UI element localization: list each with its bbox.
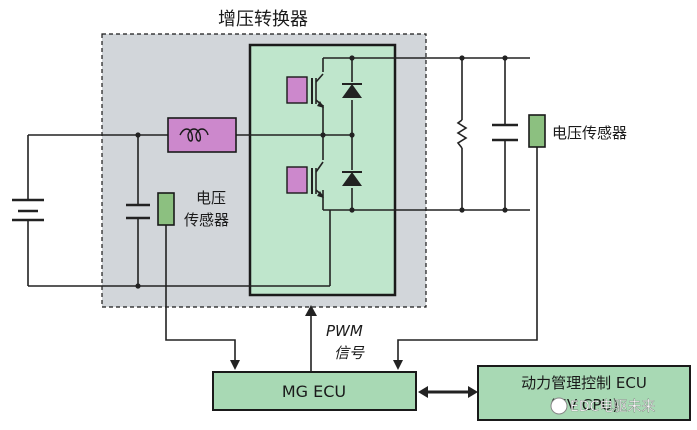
watermark: EDC电驱未来 [550,397,656,415]
resistor-icon [456,119,468,149]
sensor-right-label: 电压传感器 [552,124,627,142]
converter-title: 增压转换器 [218,9,308,30]
mg-ecu-box [212,371,417,411]
sensor-left-label-2: 传感器 [184,211,229,229]
sensor-left-label-1: 电压 [196,189,226,207]
pm-ecu-sub-label: (HV CPU) [550,396,619,414]
watermark-label: EDC电驱未来 [570,399,655,415]
upper-igbt-icon [286,73,324,108]
junction-dots [135,55,508,289]
arrowheads [230,305,478,398]
watermark-logo-icon [550,397,568,415]
mg-ecu-label: MG ECU [282,382,346,401]
upper-diode-icon [342,83,362,98]
pwm-label-2: 信号 [334,344,365,362]
input-capacitor-icon [126,203,150,220]
voltage-sensor-left-icon [157,192,175,226]
igbt-module [248,43,397,297]
lower-igbt-icon [286,161,324,198]
voltage-sensor-right-icon [528,114,546,148]
pm-ecu-label: 动力管理控制 ECU [521,374,647,392]
pwm-label-1: PWM [326,322,363,340]
lower-diode-icon [342,171,362,186]
pm-ecu-box [477,365,691,421]
battery-icon [12,198,44,222]
inductor-icon [167,117,237,153]
output-capacitor-icon [492,123,518,142]
